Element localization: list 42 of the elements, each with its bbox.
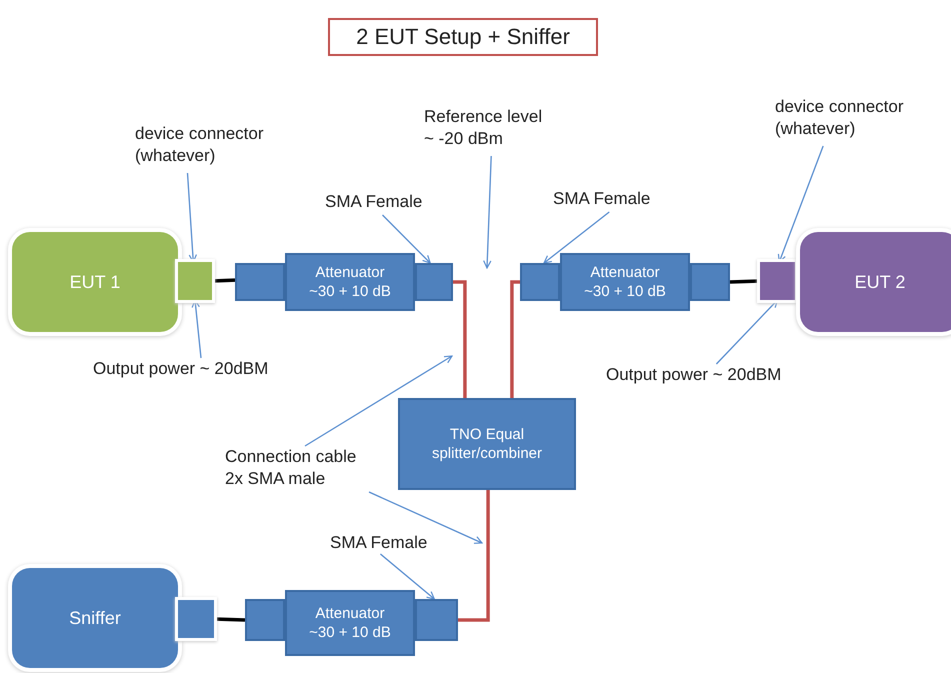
callout-text: SMA Female bbox=[330, 532, 428, 554]
connector-box bbox=[178, 600, 214, 638]
leader-line bbox=[543, 211, 610, 264]
attenuator-box bbox=[285, 590, 415, 656]
device-box bbox=[800, 232, 951, 332]
splitter-box bbox=[398, 398, 576, 490]
attenuator-box bbox=[285, 253, 415, 311]
attenuator-end-cap bbox=[245, 599, 285, 641]
connector-box bbox=[760, 262, 795, 300]
callout-text: Output power ~ 20dBM bbox=[93, 358, 268, 380]
device-box bbox=[12, 568, 178, 668]
leader-line bbox=[368, 491, 483, 544]
block-label: Attenuator ~30 + 10 dB bbox=[308, 604, 392, 642]
callout-text: device connector (whatever) bbox=[135, 123, 265, 168]
leader-line bbox=[483, 156, 492, 269]
device-label: EUT 2 bbox=[854, 272, 906, 292]
callout-text: Connection cable 2x SMA male bbox=[225, 446, 358, 490]
attenuator-box bbox=[560, 253, 690, 311]
device-label: Sniffer bbox=[69, 608, 121, 628]
callout-text: device connector (whatever) bbox=[775, 96, 905, 140]
cable bbox=[510, 280, 520, 398]
callout-text: SMA Female bbox=[553, 188, 650, 210]
attenuator-end-cap bbox=[690, 263, 730, 301]
leader-line bbox=[382, 214, 431, 264]
sma-connector bbox=[415, 599, 458, 641]
cable bbox=[458, 490, 490, 622]
sma-connector bbox=[520, 263, 560, 301]
callout-text: SMA Female bbox=[325, 191, 422, 213]
title-box: 2 EUT Setup + Sniffer bbox=[328, 18, 598, 56]
leader-line bbox=[380, 554, 435, 600]
block-label: Attenuator ~30 + 10 dB bbox=[308, 262, 392, 302]
leader-line bbox=[304, 355, 453, 447]
device-label: EUT 1 bbox=[70, 272, 120, 292]
callout-text: Output power ~ 20dBM bbox=[606, 364, 782, 386]
cable bbox=[453, 280, 467, 398]
connector-box bbox=[178, 262, 212, 300]
attenuator-end-cap bbox=[235, 263, 285, 301]
sma-connector bbox=[415, 263, 453, 301]
device-box bbox=[12, 232, 178, 332]
block-label: TNO Equal splitter/combiner bbox=[430, 424, 544, 464]
callout-text: Reference level ~ -20 dBm bbox=[424, 106, 544, 150]
block-label: Attenuator ~30 + 10 dB bbox=[583, 262, 667, 302]
